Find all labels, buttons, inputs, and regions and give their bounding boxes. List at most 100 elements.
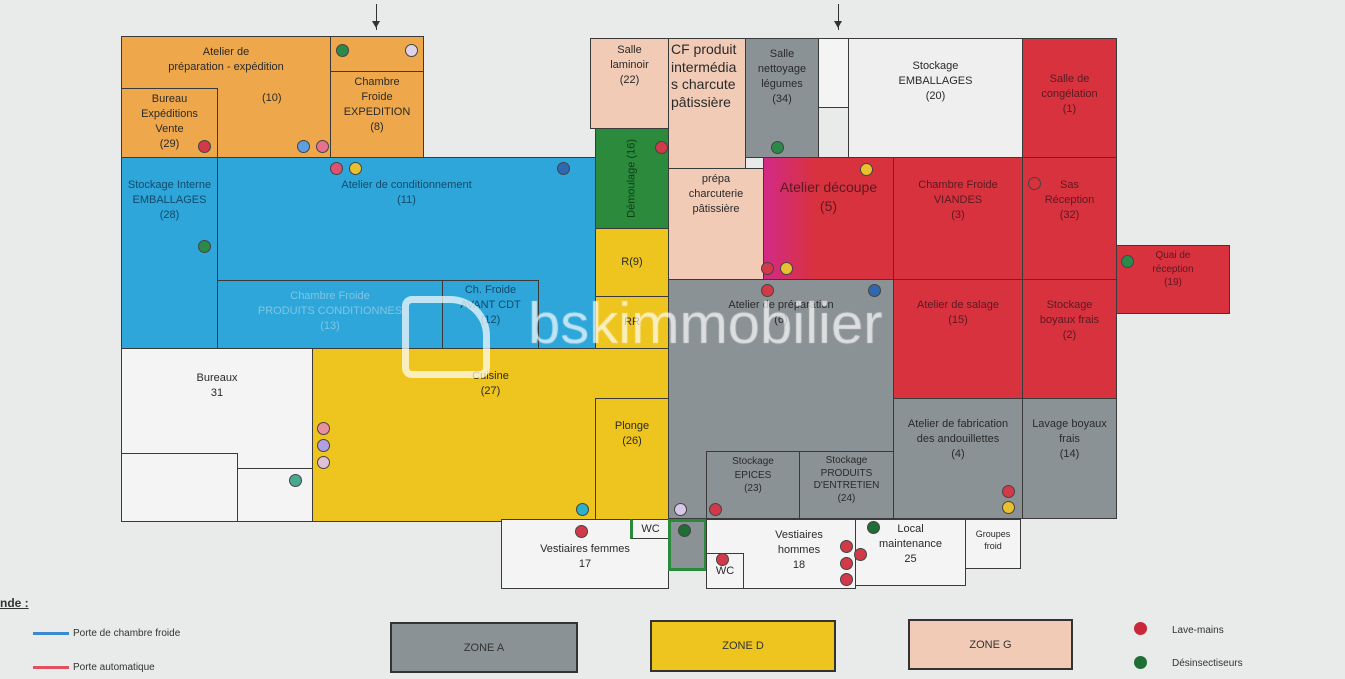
room-26: Plonge (26)	[595, 398, 669, 522]
room-label: Groupes froid	[975, 529, 1011, 552]
room-12: Ch. Froide AVANT CDT (12)	[442, 280, 539, 349]
legend-insect-trap: Désinsectiseurs	[1172, 658, 1243, 669]
legend-title: nde :	[0, 596, 29, 610]
room-label: Sas Réception (32)	[1044, 179, 1095, 221]
room-label: Salle laminoir (22)	[610, 44, 649, 86]
room-label: Atelier de préparation (6)	[728, 299, 834, 326]
handwash-icon	[709, 503, 722, 516]
marker-icon	[674, 503, 687, 516]
room-groupes-froid: Groupes froid	[965, 519, 1021, 569]
handwash-icon	[854, 548, 867, 561]
room-label: Vestiaires hommes 18	[775, 529, 823, 571]
marker-icon	[316, 140, 329, 153]
room-8: Chambre Froide EXPEDITION (8)	[330, 71, 424, 158]
room-32: Sas Réception (32)	[1022, 157, 1117, 280]
legend-handwash: Lave-mains	[1172, 625, 1224, 636]
room-29: Bureau Expéditions Vente (29)	[121, 88, 218, 158]
room-24: Stockage PRODUITS D'ENTRETIEN (24)	[799, 451, 894, 519]
handwash-icon	[1002, 485, 1015, 498]
marker-icon	[1028, 177, 1041, 190]
handwash-icon	[840, 557, 853, 570]
room-label: Quai de réception (19)	[1152, 250, 1194, 288]
legend-auto-door: Porte automatique	[73, 662, 155, 673]
room-label: Lavage boyaux frais (14)	[1032, 418, 1107, 460]
room-22: Salle laminoir (22)	[590, 38, 669, 129]
legend-zone-g: ZONE G	[908, 619, 1073, 670]
room-label: Atelier de salage (15)	[917, 299, 999, 326]
room-label: RR	[624, 316, 640, 329]
marker-icon	[289, 474, 302, 487]
room-label: Vestiaires femmes 17	[540, 543, 630, 570]
handwash-icon	[655, 141, 668, 154]
room-label: Salle de congélation (1)	[1041, 73, 1098, 115]
room-31-sub-b	[237, 468, 313, 522]
room-13: Chambre Froide PRODUITS CONDITIONNES (13…	[217, 280, 443, 349]
room-label: Stockage Interne EMBALLAGES (28)	[127, 179, 212, 221]
room-label: Atelier découpe (5)	[779, 179, 878, 214]
marker-icon	[317, 422, 330, 435]
room-label: Démoulage (16)	[625, 139, 638, 218]
room-label: prépa charcuterie pâtissière	[688, 173, 744, 215]
legend-cold-door: Porte de chambre froide	[73, 628, 181, 639]
room-1: Salle de congélation (1)	[1022, 38, 1117, 158]
room-small-white	[818, 38, 849, 108]
room-3: Chambre Froide VIANDES (3)	[893, 157, 1023, 280]
room-label: R(9)	[621, 256, 643, 269]
marker-icon	[317, 456, 330, 469]
room-number: (10)	[262, 92, 282, 104]
insect-trap-icon	[678, 524, 691, 537]
room-23: Stockage EPICES (23)	[706, 451, 800, 519]
handwash-icon	[840, 573, 853, 586]
room-28: Stockage Interne EMBALLAGES (28)	[121, 157, 218, 349]
room-9: R(9)	[595, 228, 669, 297]
insect-trap-icon	[1121, 255, 1134, 268]
room-prepa-charcuterie: prépa charcuterie pâtissière	[668, 168, 764, 280]
room-label: Chambre Froide EXPEDITION (8)	[343, 76, 411, 133]
cold-door-line-icon	[33, 632, 69, 635]
room-label: Atelier de fabrication des andouillettes…	[907, 418, 1009, 460]
room-label: WC	[715, 564, 735, 577]
handwash-icon	[198, 140, 211, 153]
handwash-legend-icon	[1134, 622, 1147, 635]
room-label: Stockage PRODUITS D'ENTRETIEN (24)	[813, 455, 880, 504]
room-5: Atelier découpe (5)	[763, 157, 894, 280]
room-4: Atelier de fabrication des andouillettes…	[893, 398, 1023, 519]
handwash-icon	[761, 262, 774, 275]
insect-trap-icon	[336, 44, 349, 57]
marker-icon	[405, 44, 418, 57]
insect-trap-icon	[771, 141, 784, 154]
room-34: Salle nettoyage légumes (34)	[745, 38, 819, 158]
room-label: CF produit intermédia s charcute pâtissi…	[671, 41, 737, 110]
room-label: Atelier de préparation - expédition	[168, 46, 284, 73]
marker-icon	[330, 162, 343, 175]
room-label: Stockage boyaux frais (2)	[1039, 299, 1100, 341]
handwash-icon	[716, 553, 729, 566]
room-label: Stockage EMBALLAGES (20)	[898, 60, 973, 102]
room-14: Lavage boyaux frais (14)	[1022, 398, 1117, 519]
handwash-icon	[761, 284, 774, 297]
marker-icon	[1002, 501, 1015, 514]
insect-trap-icon	[867, 521, 880, 534]
room-20: Stockage EMBALLAGES (20)	[848, 38, 1023, 158]
room-label: Bureau Expéditions Vente (29)	[141, 93, 198, 150]
insect-trap-icon	[198, 240, 211, 253]
room-label: Stockage EPICES (23)	[732, 456, 774, 494]
handwash-icon	[840, 540, 853, 553]
marker-icon	[860, 163, 873, 176]
legend-zone-a: ZONE A	[390, 622, 578, 673]
room-label: Salle nettoyage légumes (34)	[757, 48, 807, 105]
arrow-entry-1	[372, 4, 380, 30]
room-label: Ch. Froide AVANT CDT (12)	[460, 284, 521, 326]
marker-icon	[780, 262, 793, 275]
room-label: Cuisine (27)	[472, 370, 509, 397]
marker-icon	[868, 284, 881, 297]
room-19: Quai de réception (19)	[1116, 245, 1230, 314]
room-wc-1: WC	[630, 519, 669, 539]
room-rr: RR	[595, 296, 669, 349]
room-15: Atelier de salage (15)	[893, 279, 1023, 399]
room-label: Atelier de conditionnement (11)	[341, 179, 472, 206]
room-2: Stockage boyaux frais (2)	[1022, 279, 1117, 399]
legend-zone-d: ZONE D	[650, 620, 836, 672]
room-label: Bureaux 31	[196, 372, 238, 399]
room-label: Plonge (26)	[614, 420, 650, 447]
